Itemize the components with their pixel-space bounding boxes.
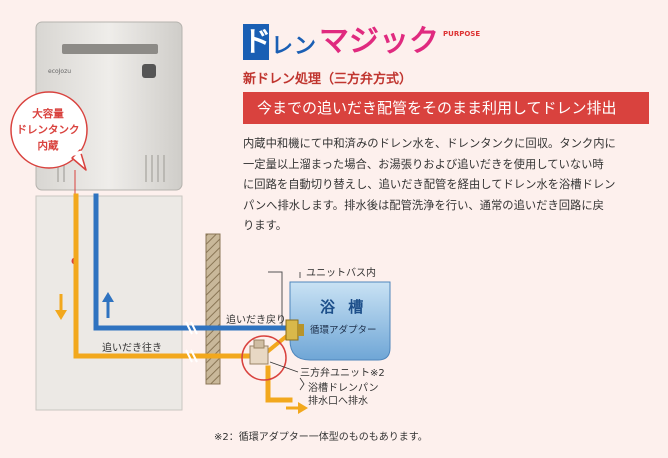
callout-text: 大容量 ドレンタンク 内蔵 (12, 106, 84, 154)
logo-magic: マジック (319, 24, 440, 59)
callout-line: 大容量 (32, 108, 64, 120)
flow-arrows (55, 292, 308, 414)
heater-brand-text: ecoJozu (48, 68, 71, 75)
up-arrow-icon (102, 292, 114, 318)
subtitle: 新ドレン処理（三方弁方式） (243, 72, 413, 87)
headline-banner: 今までの追いだき配管をそのまま利用してドレン排出 (243, 92, 649, 124)
callout-line: 内蔵 (37, 140, 59, 152)
wall (205, 233, 221, 385)
adapter-label: 循環アダプター (310, 325, 377, 336)
description-line: 一定量以上溜まった場合、お湯張りおよび追いだきを使用していない時 (243, 157, 604, 171)
description-line: ります。 (243, 219, 288, 232)
logo-mark: ド (243, 24, 272, 60)
drain-label-2: 排水口へ排水 (308, 396, 368, 407)
leader-lines (299, 272, 305, 391)
valve-label: 三方弁ユニット※2 (300, 368, 385, 379)
unit-bath-label: ユニットバス内 (306, 268, 376, 279)
bathtub (289, 281, 391, 361)
description-line: パンへ排水します。排水後は配管洗浄を行い、通常の追いだき回路に戻 (243, 198, 604, 212)
circulation-adapter (285, 319, 304, 341)
pipe-breaks (185, 321, 198, 363)
unit-bath-outline (268, 271, 283, 330)
tank-callout (10, 91, 88, 265)
description-line: 内蔵中和機にて中和済みのドレン水を、ドレンタンクに回収。タンク内に (243, 137, 616, 150)
bathtub-label: 浴 槽 (320, 298, 368, 316)
return-pipe-label: 追いだき戻り (226, 315, 286, 326)
description: 内蔵中和機にて中和済みのドレン水を、ドレンタンクに回収。タンク内に 一定量以上溜… (243, 134, 653, 237)
three-way-valve (241, 335, 299, 381)
description-line: に回路を自動切り替えし、追いだき配管を経由してドレン水を浴槽ドレン (243, 178, 616, 191)
down-arrow-icon (55, 294, 67, 320)
callout-line: ドレンタンク (16, 124, 80, 136)
drain-label-1: 浴槽ドレンパン (308, 383, 379, 394)
pipes (73, 193, 293, 403)
product-logo: ド レン マジック PURPOSE (243, 22, 480, 60)
supply-pipe-label: 追いだき往き (102, 343, 162, 354)
right-arrow-icon (286, 402, 308, 414)
heater-logo-icon (142, 64, 156, 78)
footnote: ※2：循環アダプター一体型のものもあります。 (214, 432, 428, 443)
logo-brand: PURPOSE (443, 30, 481, 38)
logo-text: レン (271, 34, 318, 59)
